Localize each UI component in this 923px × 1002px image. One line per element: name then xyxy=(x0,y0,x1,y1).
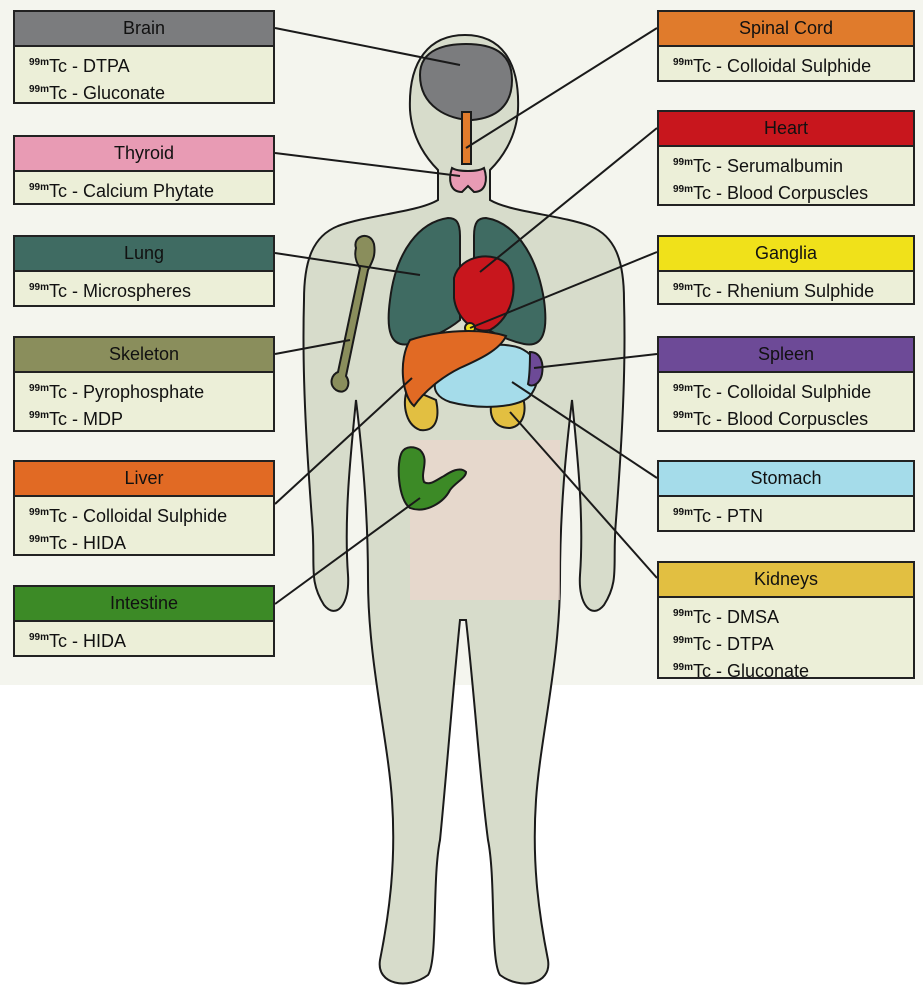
heart-box: Heart 99mTc - Serumalbumin 99mTc - Blood… xyxy=(657,110,915,206)
brain-agents: 99mTc - DTPA 99mTc - Gluconate xyxy=(15,47,273,105)
heart-agents: 99mTc - Serumalbumin 99mTc - Blood Corpu… xyxy=(659,147,913,205)
agent-item: 99mTc - HIDA xyxy=(29,528,273,555)
agent-item: 99mTc - Pyrophosphate xyxy=(29,377,273,404)
agent-item: 99mTc - Serumalbumin xyxy=(673,151,913,178)
intestine-agents: 99mTc - HIDA xyxy=(15,622,273,653)
agent-item: 99mTc - Blood Corpuscles xyxy=(673,178,913,205)
agent-item: 99mTc - Gluconate xyxy=(29,78,273,105)
ganglia-header: Ganglia xyxy=(659,237,913,272)
spleen-header: Spleen xyxy=(659,338,913,373)
agent-item: 99mTc - PTN xyxy=(673,501,913,528)
liver-box: Liver 99mTc - Colloidal Sulphide 99mTc -… xyxy=(13,460,275,556)
stomach-agents: 99mTc - PTN xyxy=(659,497,913,528)
skeleton-header: Skeleton xyxy=(15,338,273,373)
spinal-cord-organ xyxy=(462,112,471,164)
liver-header: Liver xyxy=(15,462,273,497)
agent-item: 99mTc - Rhenium Sulphide xyxy=(673,276,913,303)
agent-item: 99mTc - DTPA xyxy=(673,629,913,656)
stomach-header: Stomach xyxy=(659,462,913,497)
intestine-header: Intestine xyxy=(15,587,273,622)
agent-item: 99mTc - MDP xyxy=(29,404,273,431)
spinal-cord-header: Spinal Cord xyxy=(659,12,913,47)
spinal-cord-box: Spinal Cord 99mTc - Colloidal Sulphide xyxy=(657,10,915,82)
agent-item: 99mTc - Blood Corpuscles xyxy=(673,404,913,431)
agent-item: 99mTc - Colloidal Sulphide xyxy=(673,51,913,78)
liver-agents: 99mTc - Colloidal Sulphide 99mTc - HIDA xyxy=(15,497,273,555)
spleen-box: Spleen 99mTc - Colloidal Sulphide 99mTc … xyxy=(657,336,915,432)
pelvis-tint xyxy=(410,440,560,600)
ganglia-agents: 99mTc - Rhenium Sulphide xyxy=(659,272,913,303)
agent-item: 99mTc - DMSA xyxy=(673,602,913,629)
kidneys-box: Kidneys 99mTc - DMSA 99mTc - DTPA 99mTc … xyxy=(657,561,915,679)
agent-item: 99mTc - Colloidal Sulphide xyxy=(29,501,273,528)
spleen-agents: 99mTc - Colloidal Sulphide 99mTc - Blood… xyxy=(659,373,913,431)
thyroid-agents: 99mTc - Calcium Phytate xyxy=(15,172,273,203)
lung-agents: 99mTc - Microspheres xyxy=(15,272,273,303)
brain-header: Brain xyxy=(15,12,273,47)
agent-item: 99mTc - HIDA xyxy=(29,626,273,653)
heart-header: Heart xyxy=(659,112,913,147)
ganglia-box: Ganglia 99mTc - Rhenium Sulphide xyxy=(657,235,915,305)
skeleton-agents: 99mTc - Pyrophosphate 99mTc - MDP xyxy=(15,373,273,431)
agent-item: 99mTc - Microspheres xyxy=(29,276,273,303)
brain-box: Brain 99mTc - DTPA 99mTc - Gluconate xyxy=(13,10,275,104)
agent-item: 99mTc - Colloidal Sulphide xyxy=(673,377,913,404)
thyroid-header: Thyroid xyxy=(15,137,273,172)
agent-item: 99mTc - DTPA xyxy=(29,51,273,78)
thyroid-box: Thyroid 99mTc - Calcium Phytate xyxy=(13,135,275,205)
lung-header: Lung xyxy=(15,237,273,272)
lung-box: Lung 99mTc - Microspheres xyxy=(13,235,275,307)
spinal-cord-agents: 99mTc - Colloidal Sulphide xyxy=(659,47,913,78)
agent-item: 99mTc - Gluconate xyxy=(673,656,913,683)
stomach-box: Stomach 99mTc - PTN xyxy=(657,460,915,532)
kidneys-header: Kidneys xyxy=(659,563,913,598)
agent-item: 99mTc - Calcium Phytate xyxy=(29,176,273,203)
skeleton-box: Skeleton 99mTc - Pyrophosphate 99mTc - M… xyxy=(13,336,275,432)
intestine-box: Intestine 99mTc - HIDA xyxy=(13,585,275,657)
kidneys-agents: 99mTc - DMSA 99mTc - DTPA 99mTc - Glucon… xyxy=(659,598,913,683)
